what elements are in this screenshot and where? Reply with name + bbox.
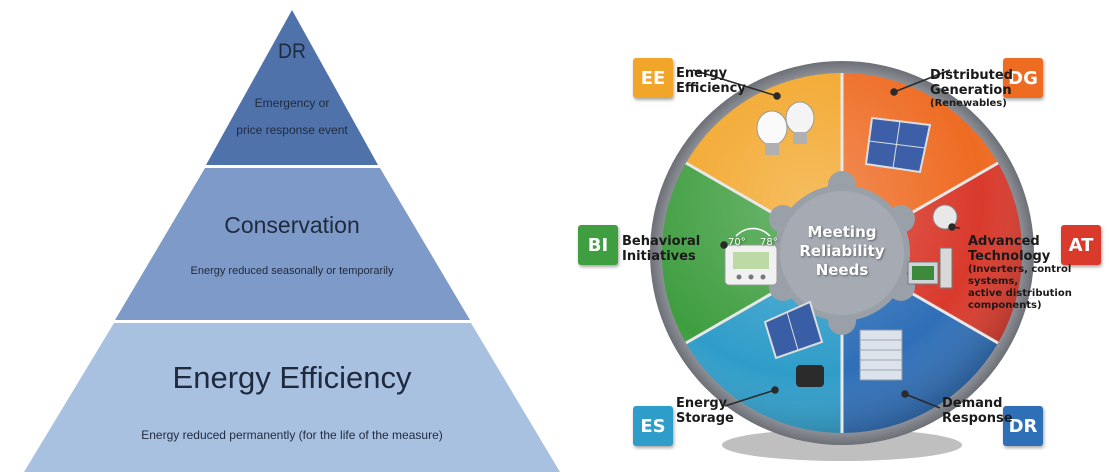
puzzle-center	[769, 171, 915, 335]
label-energy-storage: Energy Storage	[676, 396, 734, 426]
pyramid-bottom-tier	[24, 323, 560, 472]
dr-subtitle-line1: Emergency or	[254, 96, 330, 110]
badge-bi: BI	[578, 225, 618, 265]
label-distributed-generation: Distributed Generation (Renewables)	[930, 68, 1013, 109]
solar-panel-icon	[864, 116, 932, 174]
conservation-title: Conservation	[224, 212, 360, 238]
reliability-wheel	[650, 61, 1034, 461]
pyramid-top-tier	[206, 10, 378, 165]
thermostat-icon	[724, 227, 778, 286]
center-line2: Reliability	[799, 242, 885, 260]
label-energy-efficiency: Energy Efficiency	[676, 66, 746, 96]
conservation-subtitle: Energy reduced seasonally or temporarily	[190, 265, 394, 277]
badge-dg: DG	[1003, 58, 1043, 98]
pyramid-diagram	[24, 10, 560, 472]
thermostat-low-label: 70°	[728, 237, 746, 248]
dr-subtitle-line2: price response event	[236, 123, 348, 137]
dr-title: DR	[278, 40, 306, 63]
label-advanced-technology-text: Advanced Technology (Inverters, control …	[968, 234, 1072, 311]
ac-unit-icon	[859, 329, 903, 381]
battery-solar-icon	[763, 300, 824, 387]
label-behavioral-initiatives: Behavioral Initiatives	[622, 234, 701, 264]
light-bulb-icon	[756, 101, 815, 155]
center-line3: Needs	[815, 261, 869, 279]
pyramid-middle-tier	[115, 168, 470, 320]
thermostat-high-label: 78°	[760, 237, 778, 248]
badge-at: AT	[1061, 225, 1101, 265]
energy-efficiency-title: Energy Efficiency	[172, 360, 412, 395]
badge-es: ES	[633, 406, 673, 446]
badge-ee: EE	[633, 58, 673, 98]
badge-dr: DR	[1003, 406, 1043, 446]
smart-meter-icon	[907, 204, 958, 289]
center-line1: Meeting	[807, 223, 877, 241]
label-demand-response: Demand Response	[942, 396, 1013, 426]
energy-efficiency-subtitle: Energy reduced permanently (for the life…	[141, 428, 443, 442]
